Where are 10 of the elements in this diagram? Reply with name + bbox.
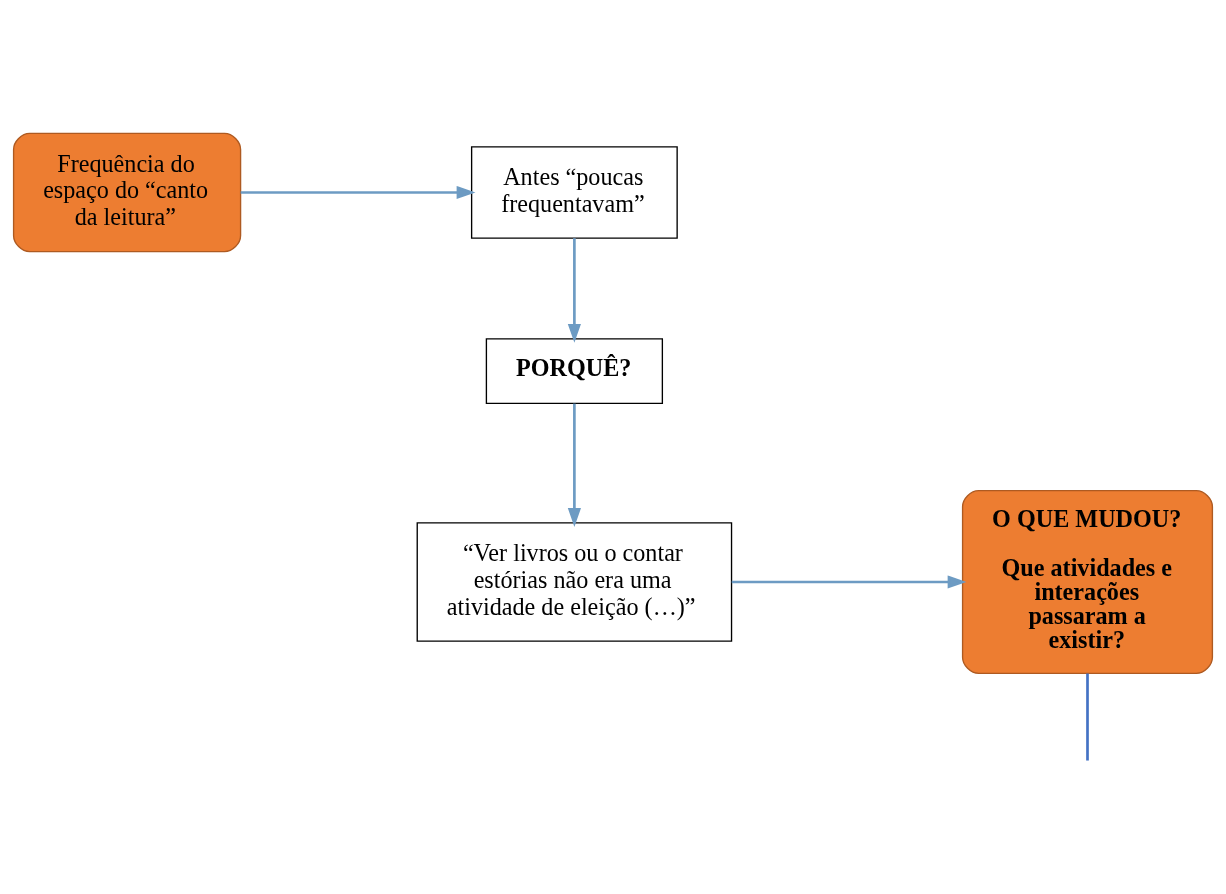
node-box: PORQUÊ? <box>485 337 664 404</box>
node-box: “Ver livros ou o contar estórias não era uma atividade de eleição (…)” <box>416 521 733 642</box>
arrow <box>731 574 967 589</box>
node-box: Antes “poucas frequentavam” <box>470 145 678 239</box>
node-box: O QUE MUDOU? Que atividades e interações passaram a existir? <box>961 489 1214 674</box>
arrow <box>240 185 476 199</box>
connector <box>1086 673 1089 761</box>
arrow <box>567 403 581 527</box>
arrow <box>567 237 581 343</box>
node-box: Frequência do espaço do “canto da leitura” <box>12 132 242 252</box>
